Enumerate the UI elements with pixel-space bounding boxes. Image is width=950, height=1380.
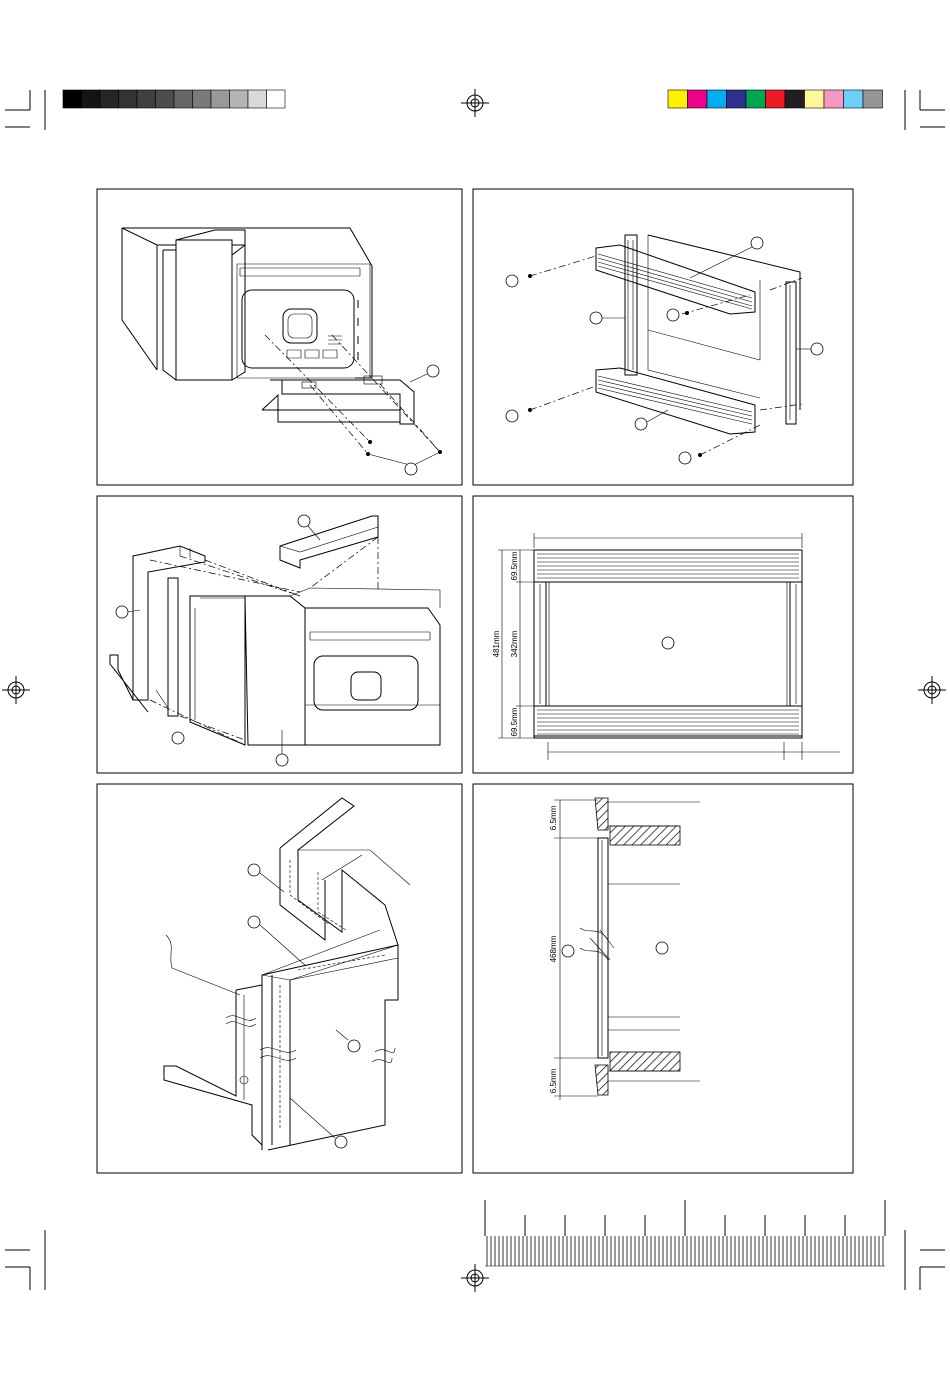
calibration-swatch (844, 90, 864, 108)
callout-circle (298, 515, 310, 527)
figure-1-oven-bracket (97, 189, 462, 485)
callout-circle (427, 365, 439, 377)
callout-circle (405, 463, 417, 475)
dimension-top-strip: 69.5mm (510, 551, 519, 580)
dimension-trim-bottom: 6.5mm (549, 1068, 558, 1093)
calibration-swatch (230, 90, 249, 108)
callout-circle (751, 237, 763, 249)
callout-circle (562, 945, 574, 957)
callout-circle (679, 452, 691, 464)
dimension-trim-top: 6.5mm (549, 805, 558, 830)
callout-circle (590, 312, 602, 324)
callout-circle (635, 418, 647, 430)
figure-6-cross-section: 6.5mm 468mm 6.5mm (473, 784, 853, 1173)
calibration-swatch (863, 90, 883, 108)
calibration-swatch (766, 90, 786, 108)
callout-circle (667, 309, 679, 321)
calibration-swatch (805, 90, 825, 108)
dimension-section-height: 468mm (549, 935, 558, 962)
calibration-swatch (119, 90, 138, 108)
figure-5-trim-detail (97, 784, 462, 1173)
callout-circle (656, 942, 668, 954)
figure-3-side-trims (97, 496, 462, 773)
callout-circle (506, 410, 518, 422)
calibration-swatch (137, 90, 156, 108)
dimension-overall-height: 481mm (492, 630, 501, 657)
callout-circle (335, 1136, 347, 1148)
calibration-swatch (248, 90, 267, 108)
callout-circle (172, 732, 184, 744)
calibration-swatch (82, 90, 101, 108)
registration-mark-top (461, 89, 489, 117)
calibration-swatch (174, 90, 193, 108)
registration-mark-left (2, 676, 30, 704)
calibration-swatch (100, 90, 119, 108)
calibration-swatch (193, 90, 212, 108)
registration-mark-right (918, 676, 946, 704)
callout-circle (248, 864, 260, 876)
line-screen-ruler (485, 1200, 885, 1266)
calibration-swatch (785, 90, 805, 108)
calibration-swatch (824, 90, 844, 108)
figure-4-front-dimensions: 69.5mm 481mm 342mm 69.5mm (473, 496, 853, 773)
callout-circle (662, 637, 674, 649)
calibration-swatch (727, 90, 747, 108)
callout-circle (348, 1040, 360, 1052)
callout-circle (811, 343, 823, 355)
calibration-swatch (668, 90, 688, 108)
registration-mark-bottom (461, 1264, 489, 1292)
grayscale-calibration-bar (63, 90, 285, 108)
calibration-swatch (707, 90, 727, 108)
dimension-opening-height: 342mm (510, 630, 519, 657)
callout-circle (506, 275, 518, 287)
calibration-swatch (63, 90, 82, 108)
dimension-bottom-strip: 69.5mm (510, 707, 519, 736)
calibration-swatch (156, 90, 175, 108)
figure-2-frame-assembly (473, 189, 853, 485)
calibration-swatch (211, 90, 230, 108)
callout-circle (116, 606, 128, 618)
calibration-swatch (267, 90, 286, 108)
callout-circle (248, 916, 260, 928)
color-calibration-bar (668, 90, 883, 108)
calibration-swatch (746, 90, 766, 108)
callout-circle (276, 754, 288, 766)
calibration-swatch (688, 90, 708, 108)
